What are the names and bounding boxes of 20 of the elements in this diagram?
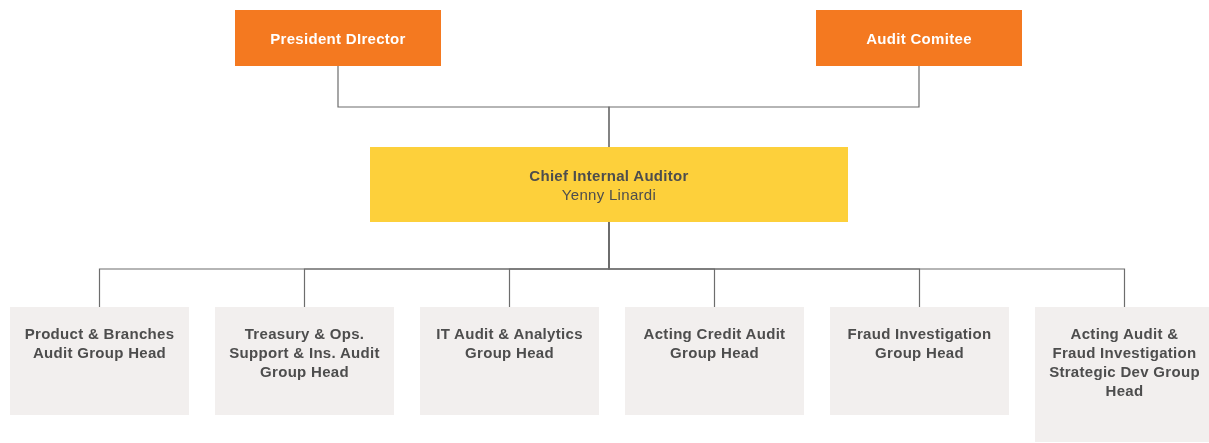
- role-box: [816, 10, 1022, 66]
- role-title: Audit Comitee: [866, 28, 972, 48]
- role-box: [625, 307, 804, 415]
- person-name: Yenny Linardi: [561, 184, 657, 204]
- role-title: Treasury & Ops. Support & Ins. Audit Group Head: [229, 324, 380, 381]
- role-title: Acting Audit & Fraud Investigation Strategic Dev Group Head: [1049, 324, 1200, 400]
- role-box: [830, 307, 1009, 415]
- role-box: [235, 10, 441, 66]
- role-title: Fraud Investigation Group Head: [846, 324, 993, 362]
- connector-line: [608, 65, 920, 148]
- role-box: [1035, 307, 1209, 442]
- role-title: President DIrector: [270, 28, 406, 48]
- role-title: Product & Branches Audit Group Head: [24, 324, 175, 362]
- role-title: Acting Credit Audit Group Head: [642, 324, 787, 362]
- role-box: [420, 307, 599, 415]
- role-box: [215, 307, 394, 415]
- role-title: Chief Internal Auditor: [529, 165, 689, 185]
- role-box: [10, 307, 189, 415]
- role-box: [370, 147, 848, 222]
- role-title: IT Audit & Analytics Group Head: [435, 324, 584, 362]
